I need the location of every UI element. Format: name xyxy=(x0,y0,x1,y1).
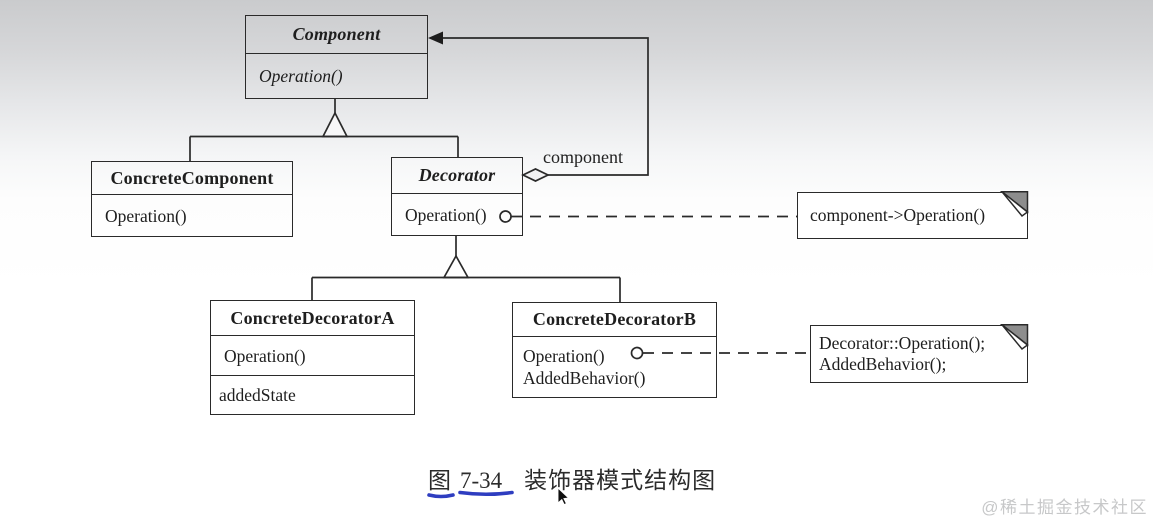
class-box-concrete-component: ConcreteComponent Operation() xyxy=(91,161,293,237)
blue-underline-icon xyxy=(427,493,455,499)
generalization-branch-decorator xyxy=(311,276,621,302)
figure-caption: 图 7-34 装饰器模式结构图 xyxy=(428,461,716,495)
note-text: Decorator::Operation(); xyxy=(819,333,986,353)
association-label-component: component xyxy=(543,147,623,167)
class-box-concrete-decorator-a: ConcreteDecoratorA Operation() addedStat… xyxy=(210,300,415,415)
inheritance-triangle-icon xyxy=(321,111,349,138)
class-name: ConcreteDecoratorA xyxy=(211,301,414,336)
note-text: component->Operation() xyxy=(810,205,986,225)
note-text: AddedBehavior(); xyxy=(819,354,947,374)
class-operation: AddedBehavior() xyxy=(523,368,646,388)
watermark: @稀土掘金技术社区 xyxy=(981,498,1148,517)
class-name: ConcreteDecoratorB xyxy=(513,303,716,337)
aggregation-diamond-icon xyxy=(521,168,550,182)
class-box-component: Component Operation() xyxy=(245,15,428,99)
arrowhead-icon xyxy=(428,31,443,45)
class-operation: Operation() xyxy=(523,346,605,366)
class-operation: Operation() xyxy=(259,66,343,86)
class-operation: Operation() xyxy=(105,205,187,226)
class-name: Component xyxy=(246,16,427,54)
class-name: ConcreteComponent xyxy=(92,162,292,195)
note-fold-icon xyxy=(999,191,1029,218)
figure-caption-number: 7-34 xyxy=(460,468,503,493)
class-box-decorator: Decorator Operation() xyxy=(391,157,523,236)
figure-caption-prefix: 图 xyxy=(428,468,451,493)
inheritance-triangle-icon xyxy=(442,254,470,279)
class-box-concrete-decorator-b: ConcreteDecoratorB Operation() AddedBeha… xyxy=(512,302,717,398)
figure-caption-title: 装饰器模式结构图 xyxy=(524,468,717,493)
note-fold-icon xyxy=(999,324,1029,351)
note-box-decorator-operation: component->Operation() xyxy=(797,191,1029,239)
class-attribute: addedState xyxy=(219,385,296,405)
class-name: Decorator xyxy=(392,158,522,194)
note-box-concrete-decorator-b: Decorator::Operation(); AddedBehavior(); xyxy=(810,324,1029,383)
class-operation: Operation() xyxy=(224,345,306,366)
class-operation: Operation() xyxy=(405,204,487,225)
